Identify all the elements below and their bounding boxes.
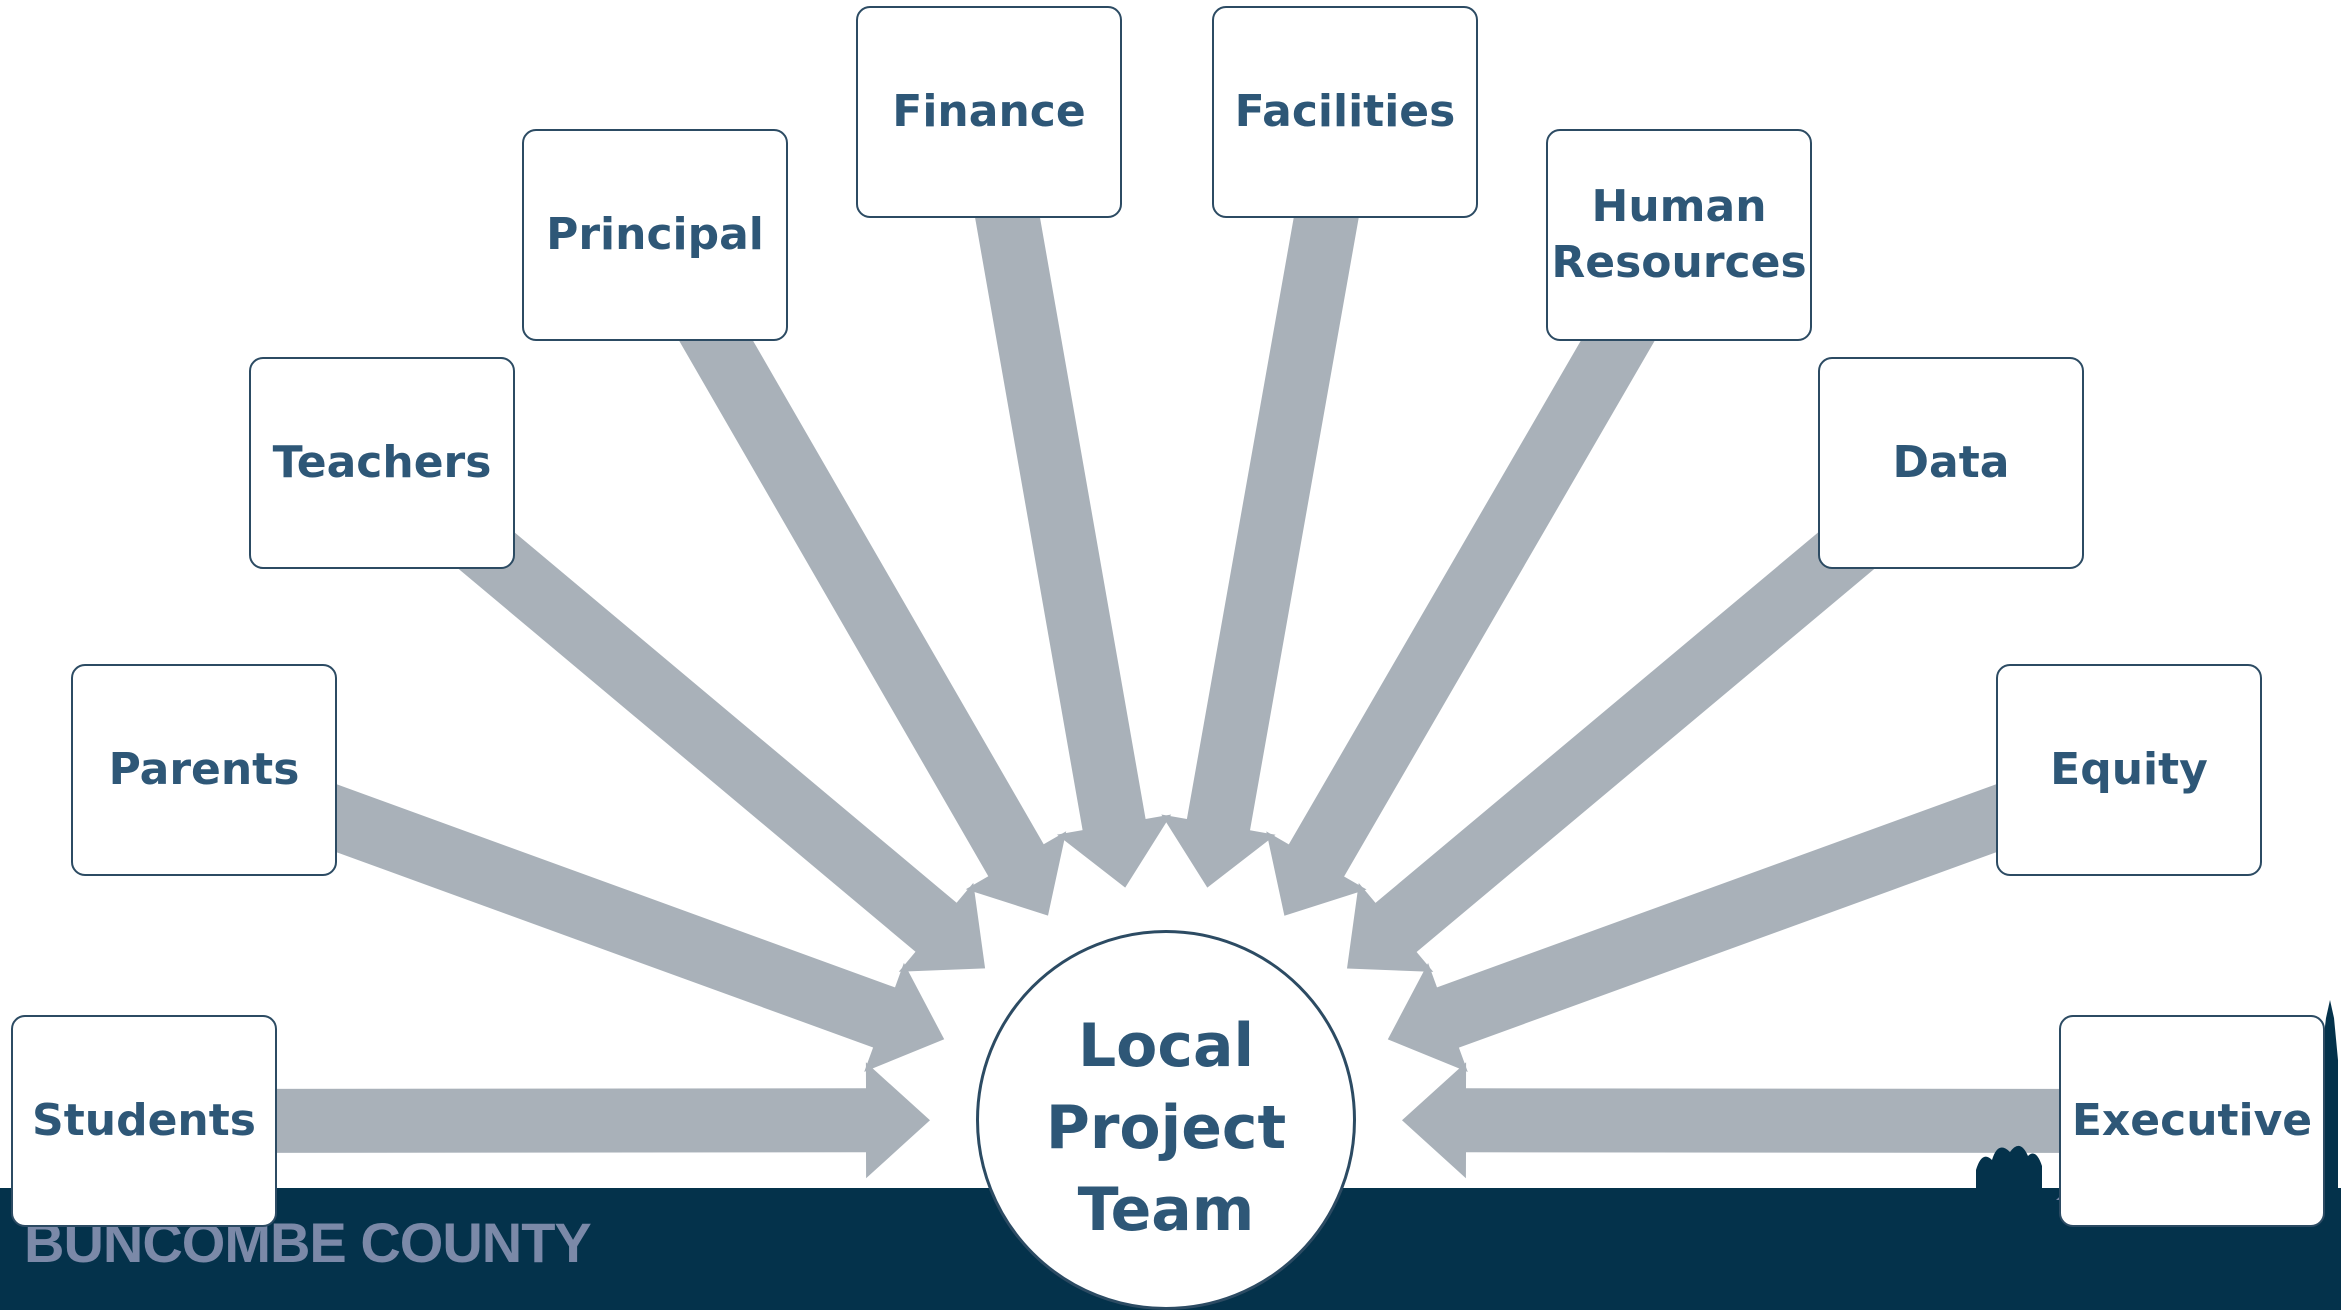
- hub-circle: Local Project Team: [976, 930, 1356, 1310]
- stakeholder-label: Finance: [892, 85, 1086, 137]
- stakeholder-box-executive: Executive: [2059, 1015, 2325, 1227]
- arrow-equity: [1387, 753, 2103, 1072]
- stakeholder-box-students: Students: [11, 1015, 277, 1227]
- arrow-students: [184, 1062, 930, 1179]
- arrow-parents: [230, 753, 945, 1072]
- stakeholder-box-equity: Equity: [1996, 664, 2262, 876]
- tree-silhouette: [1976, 1145, 2042, 1200]
- stakeholder-box-finance: Finance: [856, 6, 1122, 218]
- arrow-teachers: [392, 464, 986, 972]
- arrow-principal: [647, 253, 1067, 916]
- stakeholder-label: Teachers: [272, 436, 492, 488]
- hub-label: Local Project Team: [1045, 1011, 1287, 1245]
- arrow-data: [1347, 464, 1941, 972]
- stakeholder-label: Equity: [2050, 743, 2208, 795]
- stakeholder-box-human-resources: Human Resources: [1546, 129, 1812, 341]
- stakeholder-box-data: Data: [1818, 357, 2084, 569]
- stakeholder-box-principal: Principal: [522, 129, 788, 341]
- stakeholder-label: Facilities: [1234, 85, 1456, 137]
- stakeholder-label: Principal: [546, 208, 764, 260]
- arrow-human-resources: [1266, 253, 1687, 916]
- arrow-executive: [1402, 1062, 2152, 1179]
- stakeholder-label: Human Resources: [1551, 180, 1807, 288]
- stakeholder-box-teachers: Teachers: [249, 357, 515, 569]
- stakeholder-box-facilities: Facilities: [1212, 6, 1478, 218]
- stakeholder-label: Students: [32, 1094, 256, 1146]
- tower-silhouette: [2321, 1000, 2338, 1200]
- arrow-facilities: [1161, 145, 1370, 888]
- arrow-finance: [964, 145, 1172, 888]
- stakeholder-label: Parents: [108, 743, 300, 795]
- stakeholder-box-parents: Parents: [71, 664, 337, 876]
- stakeholder-label: Data: [1892, 436, 2010, 488]
- stakeholder-label: Executive: [2071, 1094, 2313, 1146]
